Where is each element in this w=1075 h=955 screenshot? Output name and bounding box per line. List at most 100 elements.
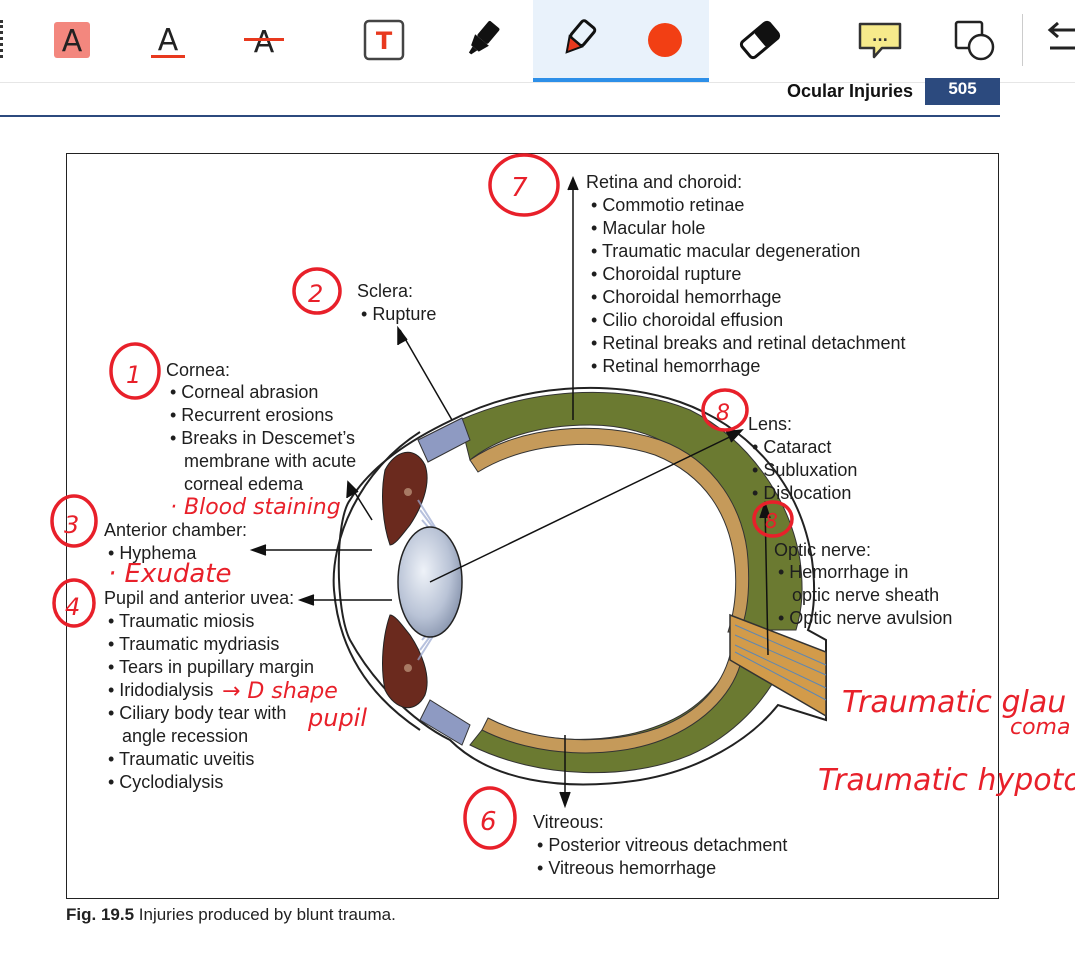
svg-text:• Cataract: • Cataract <box>752 437 831 457</box>
ink-circle-7 <box>488 153 560 217</box>
comment-tool[interactable]: ... <box>836 0 924 80</box>
svg-text:• Traumatic uveitis: • Traumatic uveitis <box>108 749 254 769</box>
shapes-icon <box>954 20 995 61</box>
svg-text:corneal edema: corneal edema <box>184 474 304 494</box>
sclera-item: • Rupture <box>361 304 436 324</box>
figure-caption-text: Injuries produced by blunt trauma. <box>138 905 396 924</box>
text-underline-icon: A <box>151 23 185 58</box>
header-rule <box>0 115 1000 117</box>
figure-labels: Retina and choroid: • Commotio retinae •… <box>104 172 952 878</box>
svg-text:coma: coma <box>1010 715 1070 740</box>
svg-text:Traumatic hypotony: Traumatic hypotony <box>818 763 1075 798</box>
eraser-tool[interactable] <box>716 0 804 80</box>
color-swatch-icon <box>648 23 682 57</box>
svg-text:6: 6 <box>480 807 497 837</box>
figure-frame <box>66 153 999 899</box>
svg-text:• Iridodialysis: • Iridodialysis <box>108 680 213 700</box>
undo-icon <box>1047 21 1075 50</box>
svg-text:membrane with acute: membrane with acute <box>184 451 356 471</box>
svg-text:T: T <box>376 27 393 55</box>
ink-circle-6 <box>463 786 517 850</box>
color-picker-button[interactable] <box>621 0 709 82</box>
svg-text:• Retinal hemorrhage: • Retinal hemorrhage <box>591 356 760 376</box>
ink-annotations <box>50 153 794 850</box>
lens-title: Lens: <box>748 414 792 434</box>
svg-text:• Recurrent erosions: • Recurrent erosions <box>170 405 333 425</box>
svg-text:1: 1 <box>126 361 141 389</box>
text-highlight-icon: A <box>54 22 90 59</box>
svg-text:optic nerve sheath: optic nerve sheath <box>792 585 939 605</box>
cornea-title: Cornea: <box>166 360 230 380</box>
svg-text:• Corneal abrasion: • Corneal abrasion <box>170 382 318 402</box>
svg-text:• Breaks in Descemet’s: • Breaks in Descemet’s <box>170 428 355 448</box>
svg-text:7: 7 <box>511 173 528 203</box>
svg-text:• Traumatic miosis: • Traumatic miosis <box>108 611 254 631</box>
pen-icon <box>565 19 597 54</box>
svg-text:• Traumatic mydriasis: • Traumatic mydriasis <box>108 634 279 654</box>
toolbar-overflow-handle[interactable] <box>0 20 11 58</box>
svg-text:→ D shape: → D shape <box>222 679 338 704</box>
vitreous-title: Vitreous: <box>533 812 604 832</box>
ink-circle-3 <box>50 494 98 548</box>
pupil-uvea-list: • Traumatic miosis • Traumatic mydriasis… <box>108 611 314 792</box>
retina-title: Retina and choroid: <box>586 172 742 192</box>
svg-text:• Optic nerve avulsion: • Optic nerve avulsion <box>778 608 952 628</box>
svg-text:• Commotio retinae: • Commotio retinae <box>591 195 744 215</box>
text-box-tool[interactable]: T <box>340 0 428 80</box>
svg-text:• Ciliary body tear with: • Ciliary body tear with <box>108 703 286 723</box>
shapes-tool[interactable] <box>930 0 1018 80</box>
svg-text:• Choroidal hemorrhage: • Choroidal hemorrhage <box>591 287 781 307</box>
text-highlight-tool[interactable]: A <box>28 0 116 80</box>
svg-text:• Hemorrhage in: • Hemorrhage in <box>778 562 908 582</box>
highlighter-tool[interactable] <box>438 0 526 80</box>
ink-circle-optic <box>752 500 794 538</box>
annotation-toolbar: A A A T <box>0 0 1075 83</box>
svg-text:• Tears in pupillary margin: • Tears in pupillary margin <box>108 657 314 677</box>
svg-text:Traumatic glau: Traumatic glau <box>842 685 1066 720</box>
svg-text:angle recession: angle recession <box>122 726 248 746</box>
anterior-chamber-title: Anterior chamber: <box>104 520 247 540</box>
svg-text:A: A <box>158 23 179 58</box>
optic-nerve-list: • Hemorrhage in optic nerve sheath • Opt… <box>778 562 952 628</box>
svg-text:3: 3 <box>64 511 79 539</box>
text-underline-tool[interactable]: A <box>124 0 212 80</box>
pen-tool[interactable] <box>533 0 621 82</box>
svg-text:A: A <box>254 25 275 60</box>
eye-globe <box>332 386 827 786</box>
diagram-pointer-lines <box>249 176 771 809</box>
eraser-icon <box>739 20 781 60</box>
retina-list: • Commotio retinae • Macular hole • Trau… <box>591 195 906 376</box>
svg-text:8: 8 <box>765 509 778 533</box>
sclera-title: Sclera: <box>357 281 413 301</box>
cornea-list: • Corneal abrasion • Recurrent erosions … <box>170 382 356 494</box>
svg-text:• Subluxation: • Subluxation <box>752 460 857 480</box>
ink-text: 7 2 1 8 3 4 8 6 · Blood staining · Exuda… <box>64 173 1075 837</box>
svg-text:8: 8 <box>716 401 730 426</box>
text-box-icon: T <box>363 19 405 61</box>
running-title: Ocular Injuries <box>786 81 913 101</box>
text-strikethrough-tool[interactable]: A <box>220 0 308 80</box>
svg-text:2: 2 <box>308 280 323 308</box>
svg-text:· Blood staining: · Blood staining <box>170 495 341 520</box>
text-strikethrough-icon: A <box>244 25 284 60</box>
svg-text:• Dislocation: • Dislocation <box>752 483 851 503</box>
vitreous-list: • Posterior vitreous detachment • Vitreo… <box>537 835 787 878</box>
undo-button[interactable] <box>1040 18 1075 62</box>
svg-text:• Vitreous hemorrhage: • Vitreous hemorrhage <box>537 858 716 878</box>
svg-text:• Cilio choroidal effusion: • Cilio choroidal effusion <box>591 310 783 330</box>
toolbar-divider <box>1022 14 1023 66</box>
page-number-badge: 505 <box>925 78 1000 105</box>
page-header: Ocular Injuries 505 <box>0 78 1000 118</box>
ink-circle-2 <box>292 267 342 315</box>
pupil-uvea-title: Pupil and anterior uvea: <box>104 588 294 608</box>
svg-text:· Exudate: · Exudate <box>108 559 231 589</box>
highlighter-icon <box>468 20 500 55</box>
ink-circle-8-lens <box>701 388 749 432</box>
svg-text:4: 4 <box>65 593 80 621</box>
svg-text:...: ... <box>872 29 888 45</box>
svg-text:• Cyclodialysis: • Cyclodialysis <box>108 772 223 792</box>
svg-text:• Choroidal rupture: • Choroidal rupture <box>591 264 741 284</box>
figure-caption: Fig. 19.5 Injuries produced by blunt tra… <box>66 905 396 925</box>
ink-circle-1 <box>109 342 161 400</box>
